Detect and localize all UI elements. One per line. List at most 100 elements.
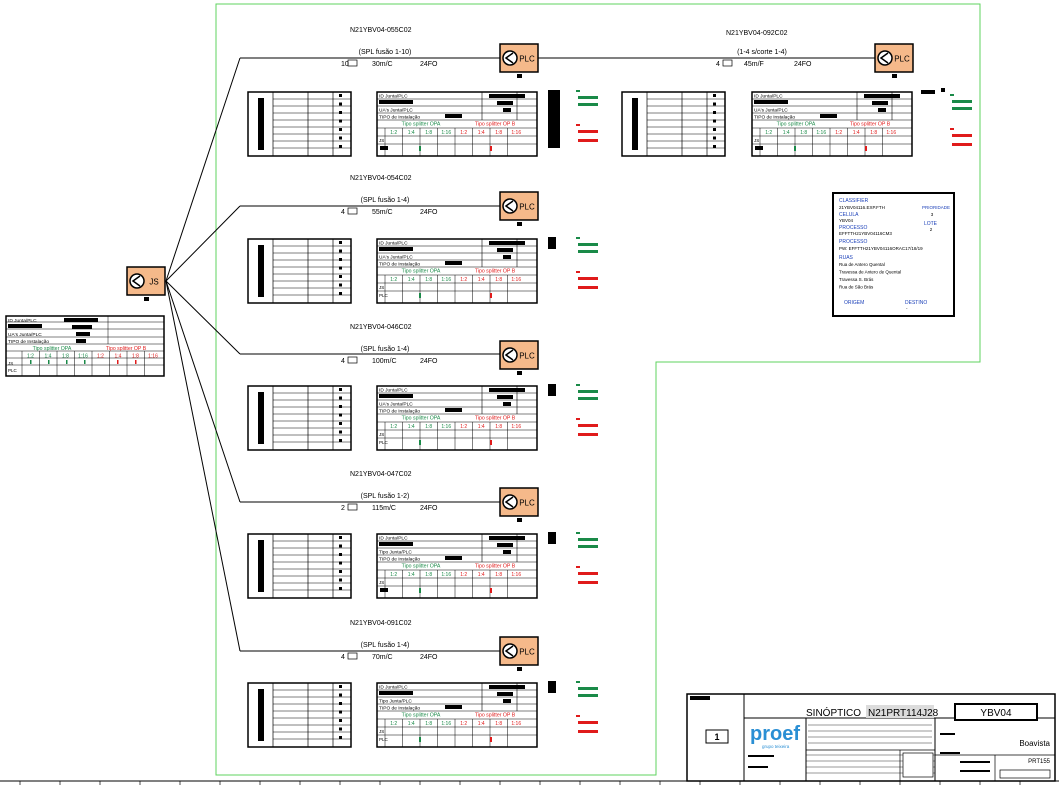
marker [339,275,342,278]
node-label: PLC [519,203,535,212]
green-mark [48,360,50,364]
marker [339,136,342,140]
fan-line [165,205,241,282]
rotated-label [258,689,264,741]
side-frame [247,238,352,304]
out-mark [576,418,580,420]
arrow-icon [131,275,141,287]
ratio-cell: 1:16 [78,354,88,360]
marker [339,553,342,556]
cable-glyph [347,59,358,67]
green-mark [419,440,421,445]
sinoptico-label: SINÓPTICO [806,706,861,719]
proef-logo: proef [750,723,800,745]
out-mark [576,384,580,386]
redacted [379,100,413,104]
node-icon [502,494,518,510]
redacted [489,94,525,98]
node-box [126,266,166,296]
js-row-label: JS [379,580,384,585]
ratio-cell: 1:2 [835,130,842,136]
plc-node: PLC [874,43,914,78]
splitter-opb: Tipo splitter OP B [106,346,147,352]
street-name: Rua de Antero Quental [839,262,885,267]
node-icon [129,273,145,289]
out-mark [576,237,580,239]
side-frame [621,91,726,157]
arrow-icon [879,52,889,64]
street-name: Travessa S. Brás [839,277,874,282]
redacted [489,241,525,245]
redacted [445,556,462,560]
green-mark [794,146,796,151]
redacted [379,394,413,398]
marker [339,570,342,573]
row-ua-label: UA's Junta/PLC [754,108,788,114]
place-name: Boavista [1019,739,1050,748]
redacted [380,588,388,592]
output-marks [576,237,598,289]
green-mark [66,360,68,364]
street-name: Travessa de Antero de Quental [839,270,901,275]
row-id-label: ID Junta/PLC [379,94,408,100]
marker [339,94,342,97]
cable-length: 30m/C [372,61,393,68]
project-boundary [215,3,981,776]
node-marker [517,667,522,671]
out-line [578,139,598,142]
marker [339,119,342,123]
ratio-cell: 1:16 [816,130,826,136]
ratio-cell: 1:8 [495,130,502,136]
green-mark [30,360,32,364]
plc-row-label: PLC [379,440,389,445]
process2-label: PROCESSO [839,239,867,245]
js-node: JS [126,266,166,301]
ratio-cell: 1:4 [783,130,790,136]
splitter-opb: Tipo splitter OP B [475,269,516,275]
process2-value: PW: EFFTTH21YBV04116ORAC17/18/19 [839,246,923,251]
out-line [952,107,972,110]
classifier-value: 21YBV04116.EXP.FTH [839,205,885,210]
row-id-label: ID Junta/PLC [379,388,408,394]
row-tipo-label: TIPO de Instalação [379,409,420,415]
row-id-label: ID Junta/PLC [8,318,37,324]
branch-id: N21YBV04-091C02 [350,620,412,627]
marker [339,702,342,705]
rotated-label [258,392,264,444]
splice-type: (SPL fusão 1-4) [361,642,410,649]
out-mark [576,715,580,717]
priority-value: 3 [931,212,934,217]
table-frame [5,315,165,377]
out-line [578,103,598,106]
js-row-label: JS [754,138,759,143]
marker [339,710,342,714]
marker [339,578,342,582]
fan-line [165,280,241,503]
row-ua-label: UA's Junta/PLC [379,108,413,114]
ratio-cell: 1:2 [460,277,467,283]
rotated-label [258,245,264,297]
redacted [960,761,990,763]
out-mark [576,90,580,92]
redacted [379,247,413,251]
fiber-qty: 4 [341,209,345,216]
ratio-cell: 1:4 [478,130,485,136]
marker [713,94,716,97]
marker [339,396,342,400]
out-line [578,130,598,133]
branch-side-table [247,385,352,451]
ratio-cell: 1:8 [425,721,432,727]
prt-code: PRT155 [1028,759,1051,765]
node-label: JS [149,278,158,287]
logo-subtitle: grupo teixeira [762,744,790,749]
fan-line [165,280,241,652]
marker [339,266,342,270]
redacted [379,691,413,695]
redacted [497,395,513,399]
